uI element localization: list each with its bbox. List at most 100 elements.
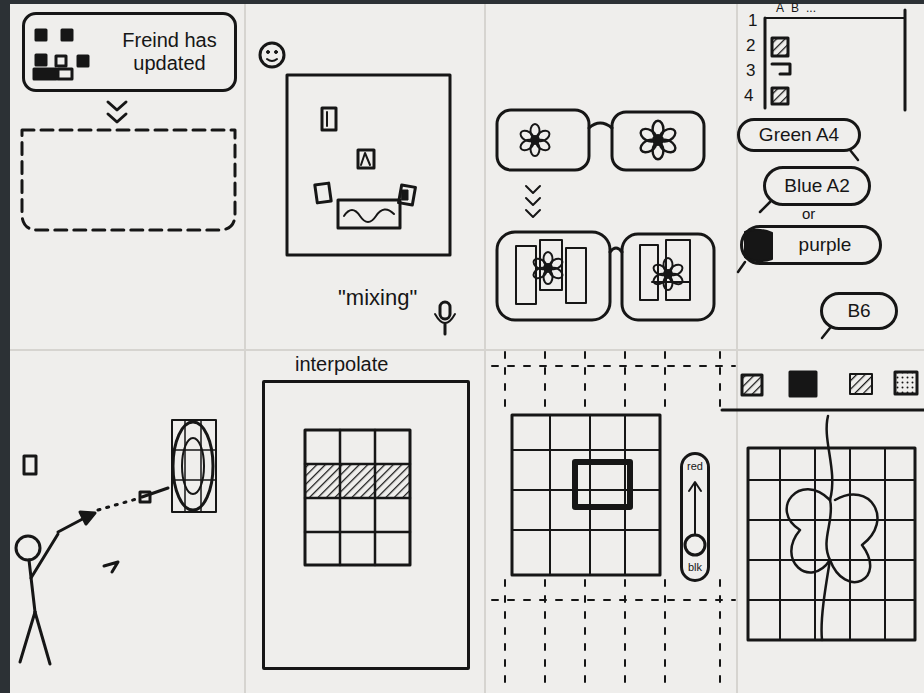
app-icons: [36, 30, 46, 40]
glasses-bottom: [652, 258, 685, 290]
canvas-items: [344, 209, 394, 222]
texture-swatches: [790, 372, 816, 396]
extended-grid: [492, 366, 735, 600]
down-chevrons: [526, 210, 540, 217]
coordinate-grid: [904, 10, 907, 110]
ink-drawing: [16, 10, 924, 690]
down-chevrons: [108, 114, 126, 122]
extended-grid: [492, 352, 735, 690]
node-text: B6: [847, 300, 870, 322]
glasses-top: [519, 124, 552, 156]
down-chevrons: [526, 186, 540, 217]
node-text: Blue A2: [784, 175, 850, 197]
coordinate-grid: [772, 38, 788, 56]
zoomed-grid: [575, 462, 630, 507]
texture-swatches: [742, 375, 762, 395]
paper-background: [10, 349, 924, 351]
pixel-grid: [305, 430, 410, 565]
canvas-items: [361, 153, 370, 165]
notification-box: Freind has updated: [22, 12, 237, 92]
darts: [24, 456, 36, 474]
coordinate-grid: [765, 17, 905, 19]
slider-track: redblk: [680, 452, 710, 582]
paper-background: [0, 0, 10, 693]
down-chevrons: [108, 102, 126, 110]
grid-index: A: [776, 2, 784, 15]
darts: [140, 492, 150, 502]
down-chevrons: [108, 102, 126, 122]
coordinate-grid: [772, 64, 790, 74]
dartboard: [172, 420, 216, 512]
app-icons: [34, 69, 56, 79]
grid-index: 1: [748, 12, 757, 31]
grid-index: 2: [746, 37, 755, 56]
node-text: Green A4: [759, 124, 839, 146]
darts: [98, 498, 140, 510]
dartboard: [172, 420, 216, 512]
texture-swatches: [722, 409, 924, 412]
zoomed-grid: [512, 415, 660, 575]
stick-figure: [20, 612, 35, 662]
glasses-top: [497, 110, 704, 170]
annotation-label: or: [802, 206, 815, 223]
texture-swatches: [722, 372, 924, 410]
app-icons: [34, 30, 88, 79]
glasses-bottom: [622, 234, 714, 320]
speech-bubble: purple: [740, 225, 882, 265]
avatar-face: [260, 43, 284, 67]
app-icons: [56, 56, 66, 66]
avatar-face: [275, 51, 278, 54]
texture-swatches: [850, 374, 872, 394]
glasses-top: [497, 110, 589, 170]
paper-background: [736, 4, 738, 693]
paper-background: [0, 0, 924, 4]
speech-tails: [738, 150, 858, 338]
darts: [104, 562, 118, 572]
speech-bubble: Green A4: [737, 118, 861, 152]
zoomed-grid: [512, 415, 660, 575]
purple-swatch: [745, 230, 772, 261]
extended-grid: [505, 352, 720, 412]
speech-bubble: B6: [820, 292, 898, 330]
flower-grid: [787, 489, 878, 582]
speech-tails: [760, 202, 770, 212]
glasses-top: [612, 112, 704, 170]
canvas-items: [399, 185, 416, 205]
node-text: blk: [688, 561, 702, 574]
microphone-icon: [440, 302, 450, 319]
app-icons: [62, 30, 72, 40]
flower-grid: [748, 416, 915, 640]
speech-bubble: Blue A2: [763, 166, 871, 206]
slider-control: [685, 482, 705, 555]
grid-index: B: [791, 2, 799, 15]
microphone-icon: [435, 314, 455, 323]
darts: [80, 512, 95, 524]
app-icons: [36, 55, 46, 65]
down-chevrons: [526, 186, 540, 193]
glasses-top: [589, 123, 612, 128]
glasses-bottom: [497, 232, 610, 320]
canvas-items: [358, 150, 374, 168]
speech-tails: [850, 150, 858, 160]
slider-control: [694, 484, 696, 534]
dashed-panel: [22, 130, 235, 230]
avatar-face: [267, 59, 277, 61]
panel-heading: interpolate: [295, 353, 388, 376]
extended-grid: [505, 580, 720, 690]
glasses-bottom: [497, 232, 714, 320]
glasses-bottom: [532, 252, 565, 284]
canvas-items: [402, 190, 408, 200]
stick-figure: [16, 536, 40, 560]
avatar-face: [267, 51, 270, 54]
speech-tails: [738, 262, 745, 272]
panel-frame: interpolate: [262, 380, 470, 670]
paper-background: [484, 4, 486, 693]
speech-tails: [822, 328, 830, 338]
pixel-grid: [305, 430, 410, 565]
darts: [24, 456, 168, 572]
voice-caption: "mixing": [338, 286, 417, 310]
node-text: Freind has updated: [113, 29, 226, 75]
